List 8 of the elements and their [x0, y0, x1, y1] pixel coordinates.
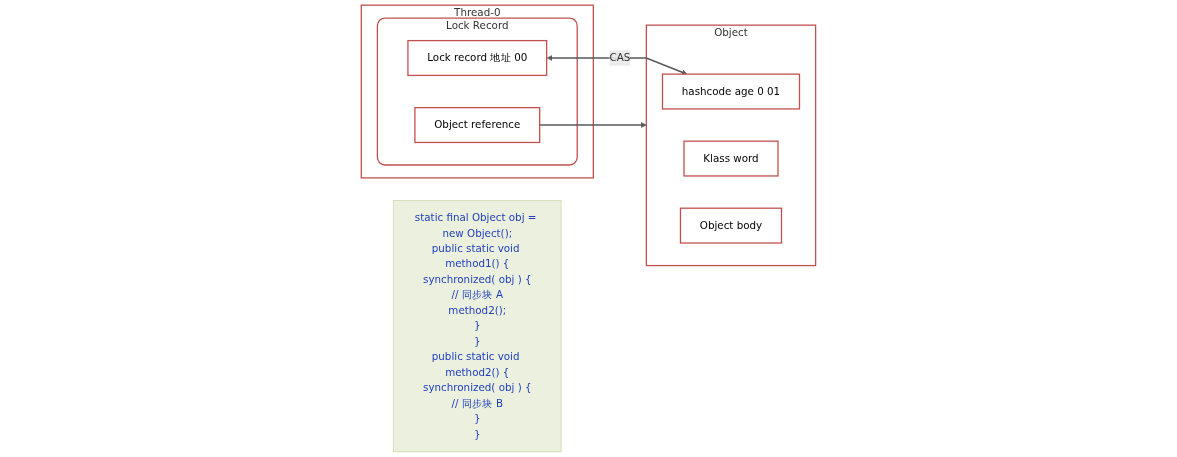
node-box: Object body — [679, 207, 783, 244]
node-box: Lock record 地址 00 — [407, 39, 548, 77]
node-box: static final Object obj = new Object(); public static void method1() { synchronized( obj ) { // 同步块 A method2(); } } public static void method2() { synchronized( obj ) { // 同步块 B } } — [393, 200, 562, 453]
edge-label: CAS — [609, 51, 631, 64]
node-box: Klass word — [683, 140, 779, 177]
node-box: hashcode age 0 01 — [661, 73, 801, 110]
arrow — [546, 55, 688, 75]
node-box: Object reference — [414, 107, 541, 144]
